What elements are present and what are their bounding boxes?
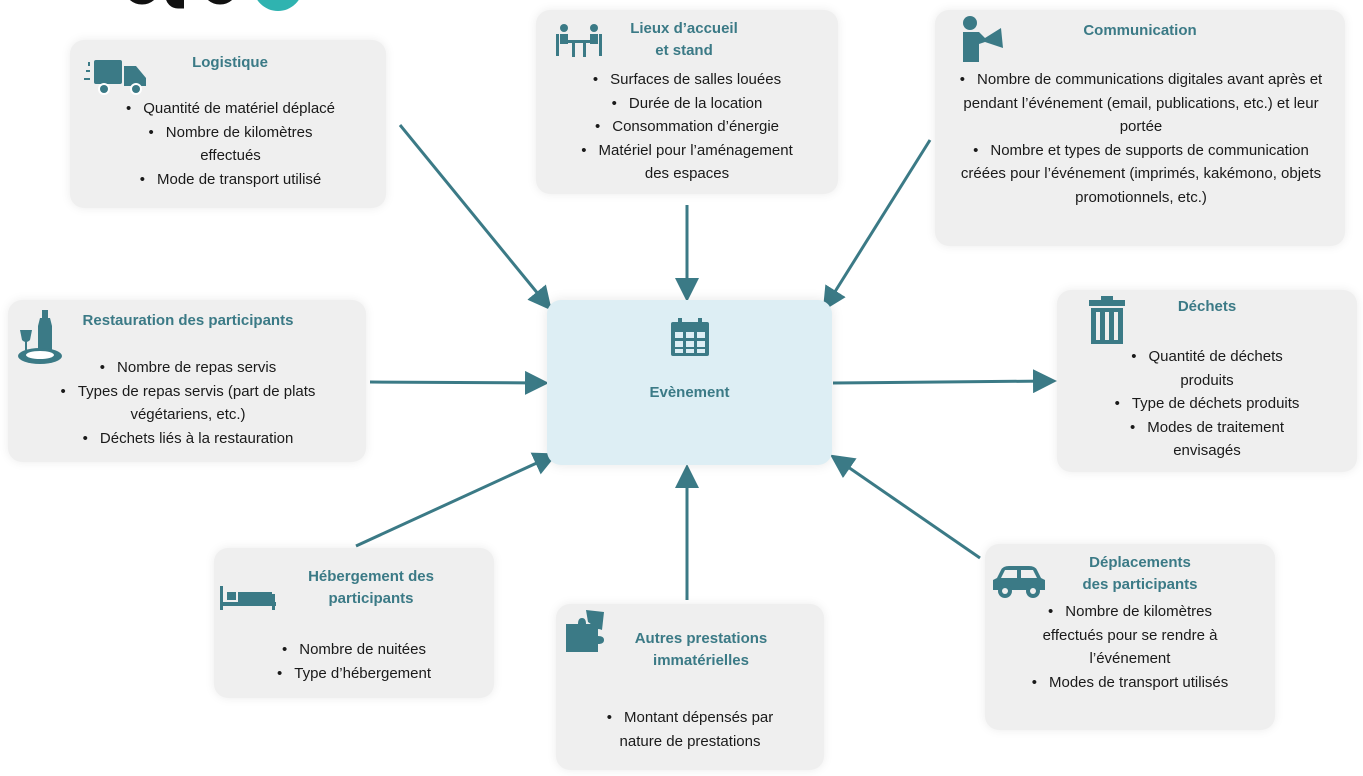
card-title: Logistique [192, 54, 268, 71]
logo [129, 0, 299, 11]
bullet-item: Nombre de communications digitales avant… [953, 68, 1329, 139]
bullet-list: Nombre de repas servis Types de repas se… [18, 356, 358, 450]
bullet-item: Nombre de kilomètres effectués [88, 121, 373, 168]
card-title: Déplacements des participants [1082, 554, 1198, 593]
card-title: Restauration des participants [82, 312, 294, 329]
bullet-item: Nombre de nuitées [224, 638, 484, 662]
card-title: Hébergement des participants [308, 568, 434, 607]
bullet-list: Surfaces de salles louées Durée de la lo… [544, 68, 830, 186]
arrow-deplacements [830, 454, 981, 560]
card-hebergement: Hébergement des participants Nombre de n… [214, 548, 494, 698]
megaphone-person-icon [963, 16, 1003, 62]
bullet-item: Durée de la location [544, 92, 830, 116]
card-title: Déchets [1177, 298, 1237, 315]
bullet-item: Quantité de matériel déplacé [88, 97, 373, 121]
car-icon [993, 566, 1045, 598]
card-dechets: Déchets Quantité de déchets produits Typ… [1057, 290, 1357, 472]
card-deplacements: Déplacements des participants Nombre de … [985, 544, 1275, 730]
card-title: Autres prestations immatérielles [634, 630, 768, 669]
arrow-communication [822, 139, 932, 312]
bullet-item: Type de déchets produits [1067, 392, 1347, 416]
bullet-item: Modes de traitement envisagés [1067, 416, 1347, 463]
card-restauration: Restauration des participants Nombre de … [8, 300, 366, 462]
bullet-item: Modes de transport utilisés [999, 671, 1261, 695]
card-lieux: Lieux d’accueil et stand Surfaces de sal… [536, 10, 838, 194]
bullet-item: Nombre de kilomètres effectués pour se r… [999, 600, 1261, 671]
bullet-item: Déchets liés à la restauration [18, 427, 358, 451]
bullet-item: Type d’hébergement [224, 662, 484, 686]
truck-icon [84, 60, 146, 95]
bullet-list: Nombre de nuitées Type d’hébergement [224, 638, 484, 685]
bullet-item: Montant dépensés par nature de prestatio… [570, 706, 810, 753]
bed-icon [220, 586, 276, 610]
card-title: Communication [1083, 22, 1197, 39]
card-communication: Communication Nombre de communications d… [935, 10, 1345, 246]
bullet-item: Mode de transport utilisé [88, 168, 373, 192]
bullet-item: Matériel pour l’aménagement des espaces [544, 139, 830, 186]
bullet-item: Nombre et types de supports de communica… [953, 139, 1329, 210]
puzzle-icon [566, 610, 604, 652]
bullet-list: Quantité de matériel déplacé Nombre de k… [88, 97, 373, 191]
card-title: Lieux d’accueil et stand [630, 20, 738, 59]
bullet-list: Nombre de kilomètres effectués pour se r… [999, 600, 1261, 694]
trash-bin-icon [1089, 296, 1125, 344]
calendar-icon [671, 318, 709, 356]
bullet-list: Nombre de communications digitales avant… [953, 68, 1329, 209]
bullet-list: Montant dépensés par nature de prestatio… [570, 706, 810, 753]
bullet-item: Types de repas servis (part de plats vég… [18, 380, 358, 427]
bullet-item: Surfaces de salles louées [544, 68, 830, 92]
bullet-item: Nombre de repas servis [18, 356, 358, 380]
meeting-table-icon [556, 24, 602, 57]
arrow-restauration [369, 370, 549, 395]
card-autres: Autres prestations immatérielles Montant… [556, 604, 824, 770]
bullet-item: Quantité de déchets produits [1067, 345, 1347, 392]
arrow-dechets [832, 369, 1057, 394]
arrow-hebergement [355, 452, 558, 548]
bullet-list: Quantité de déchets produits Type de déc… [1067, 345, 1347, 463]
center-event: Evènement [547, 300, 832, 465]
arrow-logistique [398, 124, 552, 311]
center-label: Evènement [649, 384, 730, 401]
bullet-item: Consommation d’énergie [544, 115, 830, 139]
card-logistique: Logistique Quantité de matériel déplacé … [70, 40, 386, 208]
